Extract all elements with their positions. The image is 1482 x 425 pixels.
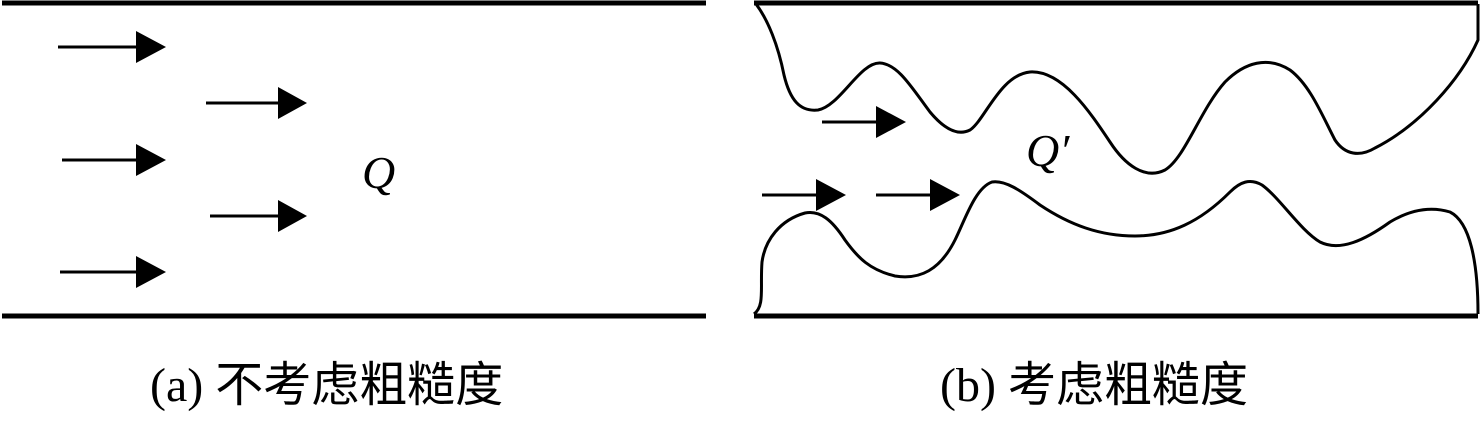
panel-b-caption: (b) 考虑粗糙度 bbox=[940, 359, 1248, 412]
panel-b-rough-channel: Q′ bbox=[752, 0, 1480, 319]
panel-b-upper-rough-surface bbox=[754, 3, 1480, 175]
panel-a-caption: (a) 不考虑粗糙度 bbox=[150, 359, 504, 412]
panel-a-smooth-channel: Q bbox=[2, 0, 706, 319]
panel-a-flow-arrow bbox=[62, 144, 166, 176]
panel-a-flow-arrow bbox=[206, 87, 307, 119]
panel-a-flow-arrow bbox=[210, 200, 307, 232]
panel-a-flow-arrow bbox=[60, 256, 166, 288]
panel-b-lower-rough-surface bbox=[752, 180, 1480, 316]
panel-b-flow-label: Q′ bbox=[1026, 125, 1070, 176]
panel-b-flow-arrow bbox=[876, 179, 960, 211]
panel-a-flow-label: Q bbox=[362, 147, 395, 198]
panel-b-flow-arrow bbox=[822, 106, 906, 138]
panel-a-flow-arrow bbox=[58, 31, 166, 63]
panel-b-flow-arrow bbox=[762, 179, 846, 211]
